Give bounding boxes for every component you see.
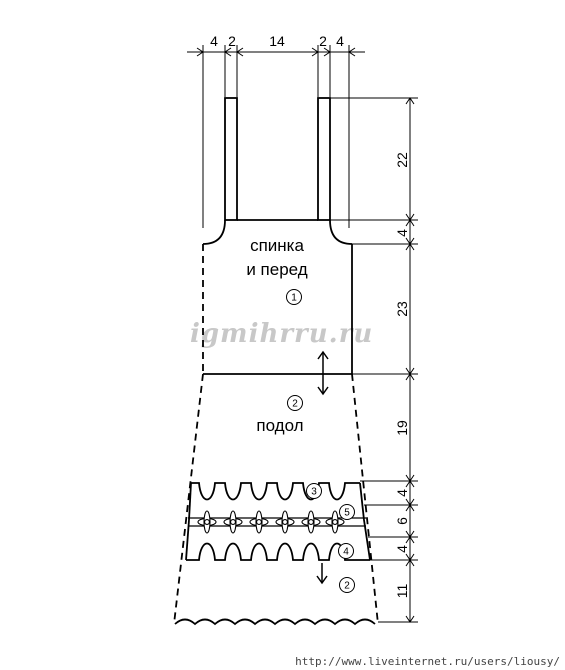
watermark: igmihrru.ru — [190, 319, 373, 349]
hem-label: подол — [256, 416, 303, 435]
svg-text:4: 4 — [343, 547, 349, 558]
left-armhole — [202, 219, 226, 245]
dim-top-3: 14 — [269, 33, 285, 49]
dim-right-hem: 19 — [394, 420, 410, 436]
right-dimension-line — [330, 97, 418, 623]
dim-top-2: 2 — [228, 33, 236, 49]
right-armhole — [329, 219, 353, 245]
right-strap — [317, 97, 331, 221]
marker-4: 4 — [338, 543, 354, 559]
svg-text:3: 3 — [311, 487, 317, 498]
dim-right-bottom: 11 — [394, 584, 410, 599]
panel-label-line1: спинка — [250, 236, 304, 255]
dim-right-band-2: 6 — [394, 517, 410, 525]
marker-2-bottom: 2 — [339, 577, 355, 593]
marker-3: 3 — [306, 483, 322, 499]
dim-right-armhole: 4 — [394, 229, 410, 237]
marker-1: 1 — [286, 289, 302, 305]
panel-label-line2: и перед — [246, 260, 307, 279]
top-dimension-line — [187, 45, 365, 228]
svg-text:5: 5 — [344, 508, 350, 519]
double-direction-arrow — [317, 350, 329, 396]
dim-right-band-1: 4 — [394, 489, 410, 497]
braid-flowers — [197, 510, 345, 534]
source-url: http://www.liveinternet.ru/users/liousy/ — [295, 655, 560, 668]
svg-text:2: 2 — [344, 581, 350, 592]
left-strap — [224, 97, 238, 221]
dim-right-body: 23 — [394, 301, 410, 317]
svg-text:1: 1 — [291, 293, 297, 304]
dim-right-band-3: 4 — [394, 545, 410, 553]
dim-top-4: 2 — [319, 33, 327, 49]
marker-5: 5 — [339, 504, 355, 520]
scalloped-hem-edge — [174, 618, 376, 626]
dim-right-strap: 22 — [394, 152, 410, 168]
down-direction-arrow — [316, 563, 328, 585]
dim-top-5: 4 — [336, 33, 344, 49]
garment-outline — [202, 97, 353, 375]
garment-dashed-edges — [173, 244, 379, 625]
dim-top-1: 4 — [210, 33, 218, 49]
svg-text:2: 2 — [292, 399, 298, 410]
marker-2-hem: 2 — [287, 395, 303, 411]
lace-band — [185, 482, 371, 561]
